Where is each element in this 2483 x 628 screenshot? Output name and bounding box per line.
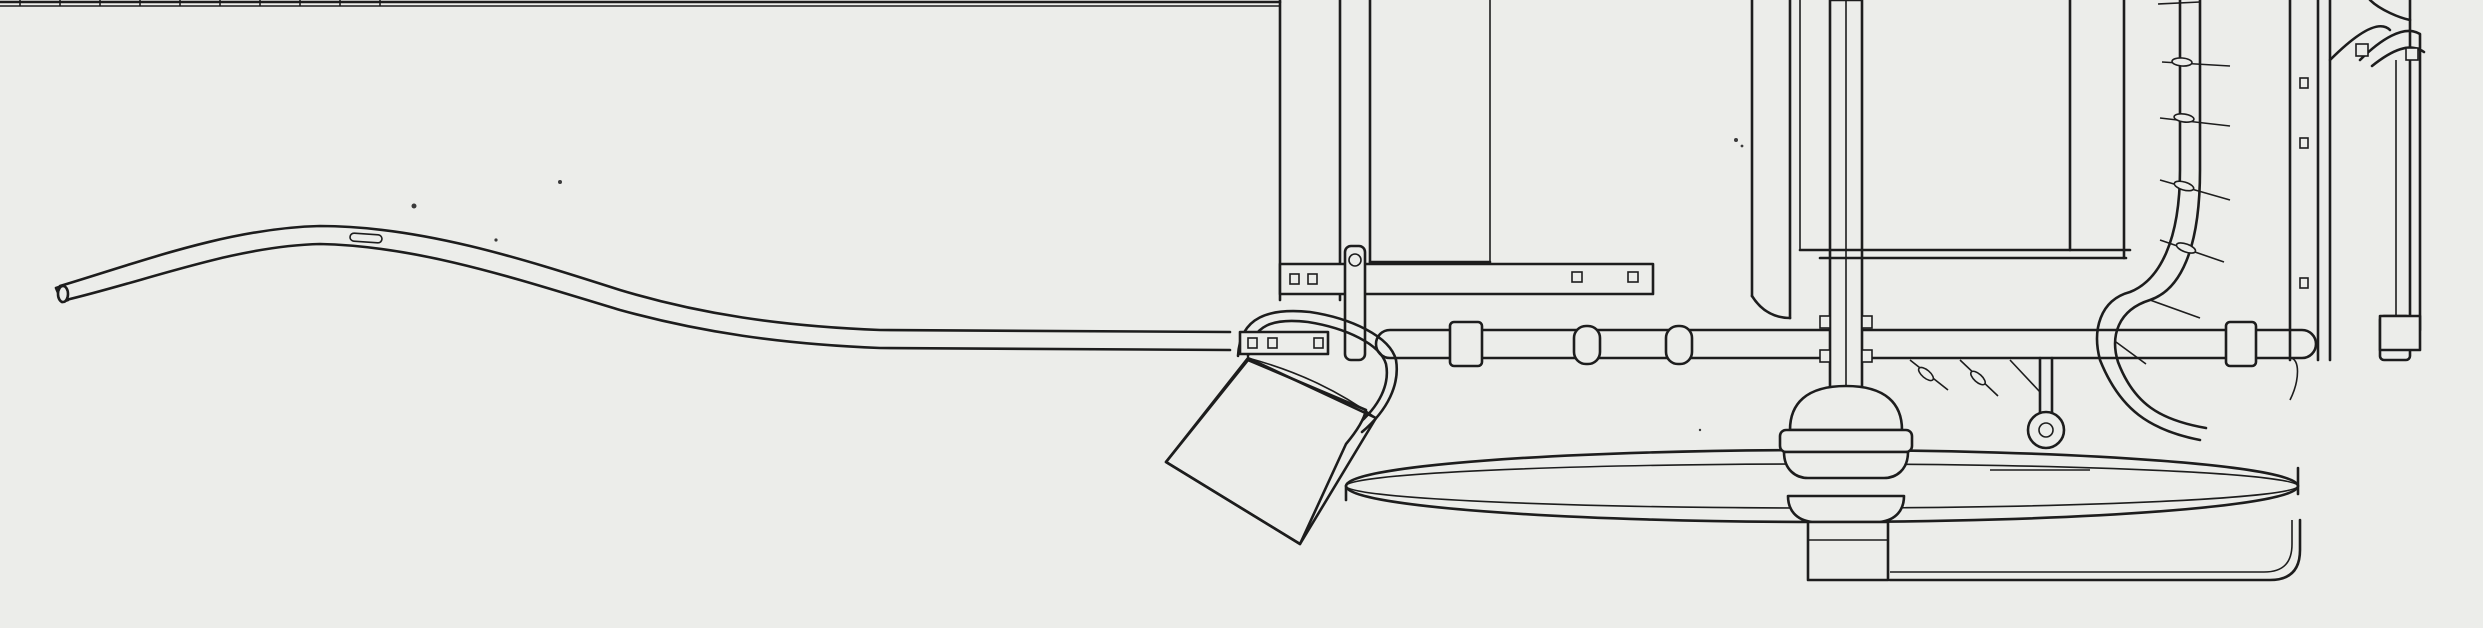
right-panel [2328,0,2426,362]
lower-chassis [1888,357,2302,582]
upright-post [1343,244,1367,362]
hanging-bucket-icon [1164,309,1399,546]
paper-specks [411,138,1744,432]
cargo-body-left [1278,0,1492,302]
bracket-bar [1278,262,1655,296]
right-frame-curve [2095,0,2320,442]
top-frame-rail [0,0,1282,7]
wheel-hub-icon [1778,384,1914,582]
pole-shaft-icon [54,224,1232,352]
leaf-springs-icon [1909,1,2231,397]
main-body-frame [1750,0,2132,462]
support-strut [2026,356,2066,450]
axle-rail [1374,314,2412,368]
